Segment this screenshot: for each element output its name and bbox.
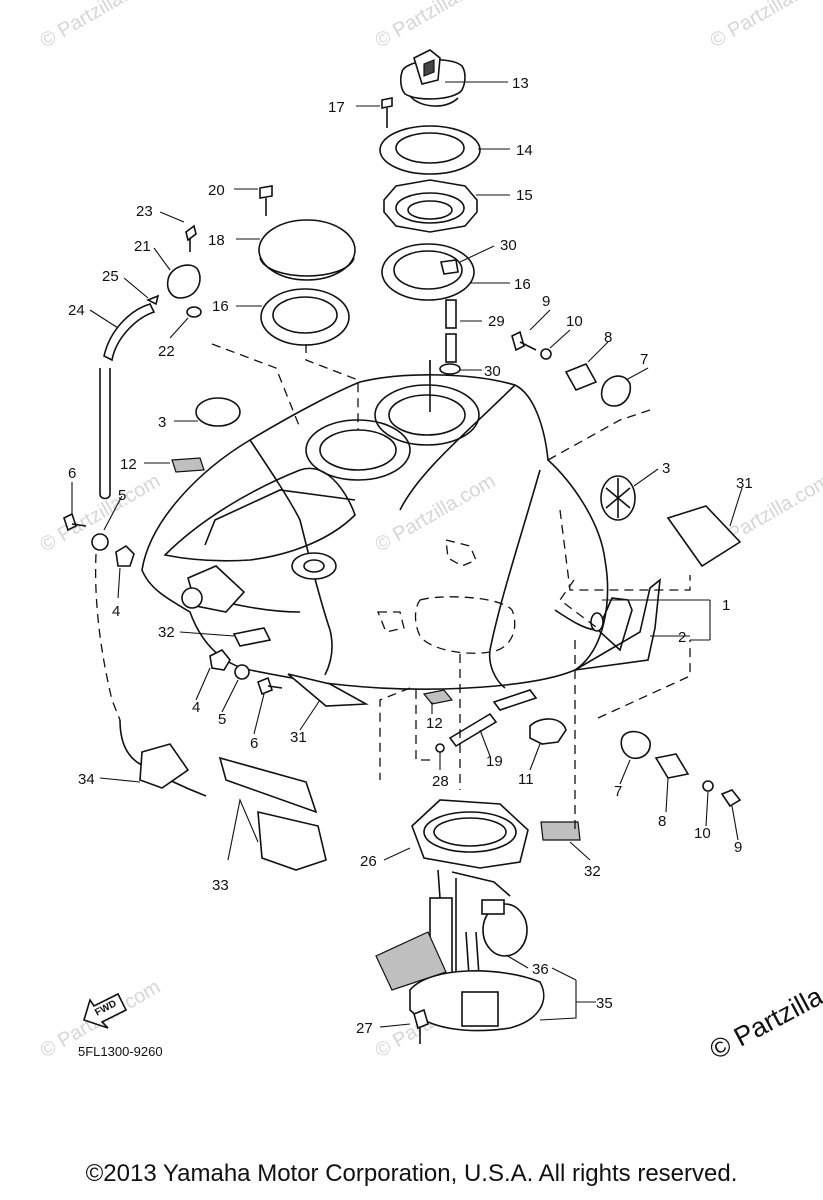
callout-3: 3 — [662, 460, 670, 477]
callout-13: 13 — [512, 75, 529, 92]
callout-22: 22 — [158, 343, 175, 360]
brand-mark: © Partzilla — [705, 980, 823, 1065]
callout-17: 17 — [328, 99, 345, 116]
callout-1: 1 — [722, 597, 730, 614]
callout-16: 16 — [514, 276, 531, 293]
left-cover-assembly — [99, 185, 356, 500]
callout-30: 30 — [500, 237, 517, 254]
callout-12: 12 — [120, 456, 137, 473]
callout-16: 16 — [212, 298, 229, 315]
callout-5: 5 — [118, 487, 126, 504]
callout-8: 8 — [658, 813, 666, 830]
callout-25: 25 — [102, 268, 119, 285]
leader-lines — [71, 81, 743, 1028]
diagram-code: 5FL1300-9260 — [78, 1044, 163, 1059]
callout-31: 31 — [736, 475, 753, 492]
callout-18: 18 — [208, 232, 225, 249]
callout-6: 6 — [68, 465, 76, 482]
callout-34: 34 — [78, 771, 95, 788]
callout-8: 8 — [604, 329, 612, 346]
callout-3: 3 — [158, 414, 166, 431]
watermark: © Partzilla.com — [707, 0, 823, 52]
fuel-tank — [141, 374, 661, 690]
watermark: © Partzilla.com — [372, 0, 500, 52]
callout-24: 24 — [68, 302, 85, 319]
callout-9: 9 — [734, 839, 742, 856]
copyright-notice: ©2013 Yamaha Motor Corporation, U.S.A. A… — [85, 1160, 738, 1187]
callout-30: 30 — [484, 363, 501, 380]
callout-31: 31 — [290, 729, 307, 746]
callout-7: 7 — [640, 351, 648, 368]
callout-26: 26 — [360, 853, 377, 870]
callout-23: 23 — [136, 203, 153, 220]
fasteners — [63, 330, 742, 871]
callout-20: 20 — [208, 182, 225, 199]
callout-numbers: 13 17 14 20 15 23 18 30 21 25 16 9 16 24… — [68, 75, 753, 1037]
fwd-arrow: FWD — [83, 992, 128, 1029]
routing-lines — [94, 343, 691, 830]
fuel-pump-assembly — [375, 799, 545, 1044]
callout-15: 15 — [516, 187, 533, 204]
callout-14: 14 — [516, 142, 533, 159]
callout-5: 5 — [218, 711, 226, 728]
callout-7: 7 — [614, 783, 622, 800]
callout-10: 10 — [566, 313, 583, 330]
callout-33: 33 — [212, 877, 229, 894]
callout-28: 28 — [432, 773, 449, 790]
callout-9: 9 — [542, 293, 550, 310]
callout-32: 32 — [158, 624, 175, 641]
callout-4: 4 — [112, 603, 120, 620]
watermark: © Partzilla.com — [37, 0, 165, 52]
callout-35: 35 — [596, 995, 613, 1012]
callout-12: 12 — [426, 715, 443, 732]
callout-21: 21 — [134, 238, 151, 255]
callout-11: 11 — [518, 771, 534, 788]
callout-4: 4 — [192, 699, 200, 716]
callout-36: 36 — [532, 961, 549, 978]
callout-29: 29 — [488, 313, 505, 330]
callout-2: 2 — [678, 629, 686, 646]
callout-27: 27 — [356, 1020, 373, 1037]
callout-19: 19 — [486, 753, 503, 770]
filler-cap-assembly — [379, 49, 481, 412]
callout-6: 6 — [250, 735, 258, 752]
callout-10: 10 — [694, 825, 711, 842]
callout-32: 32 — [584, 863, 601, 880]
watermark: © Partzilla.com — [372, 470, 500, 556]
